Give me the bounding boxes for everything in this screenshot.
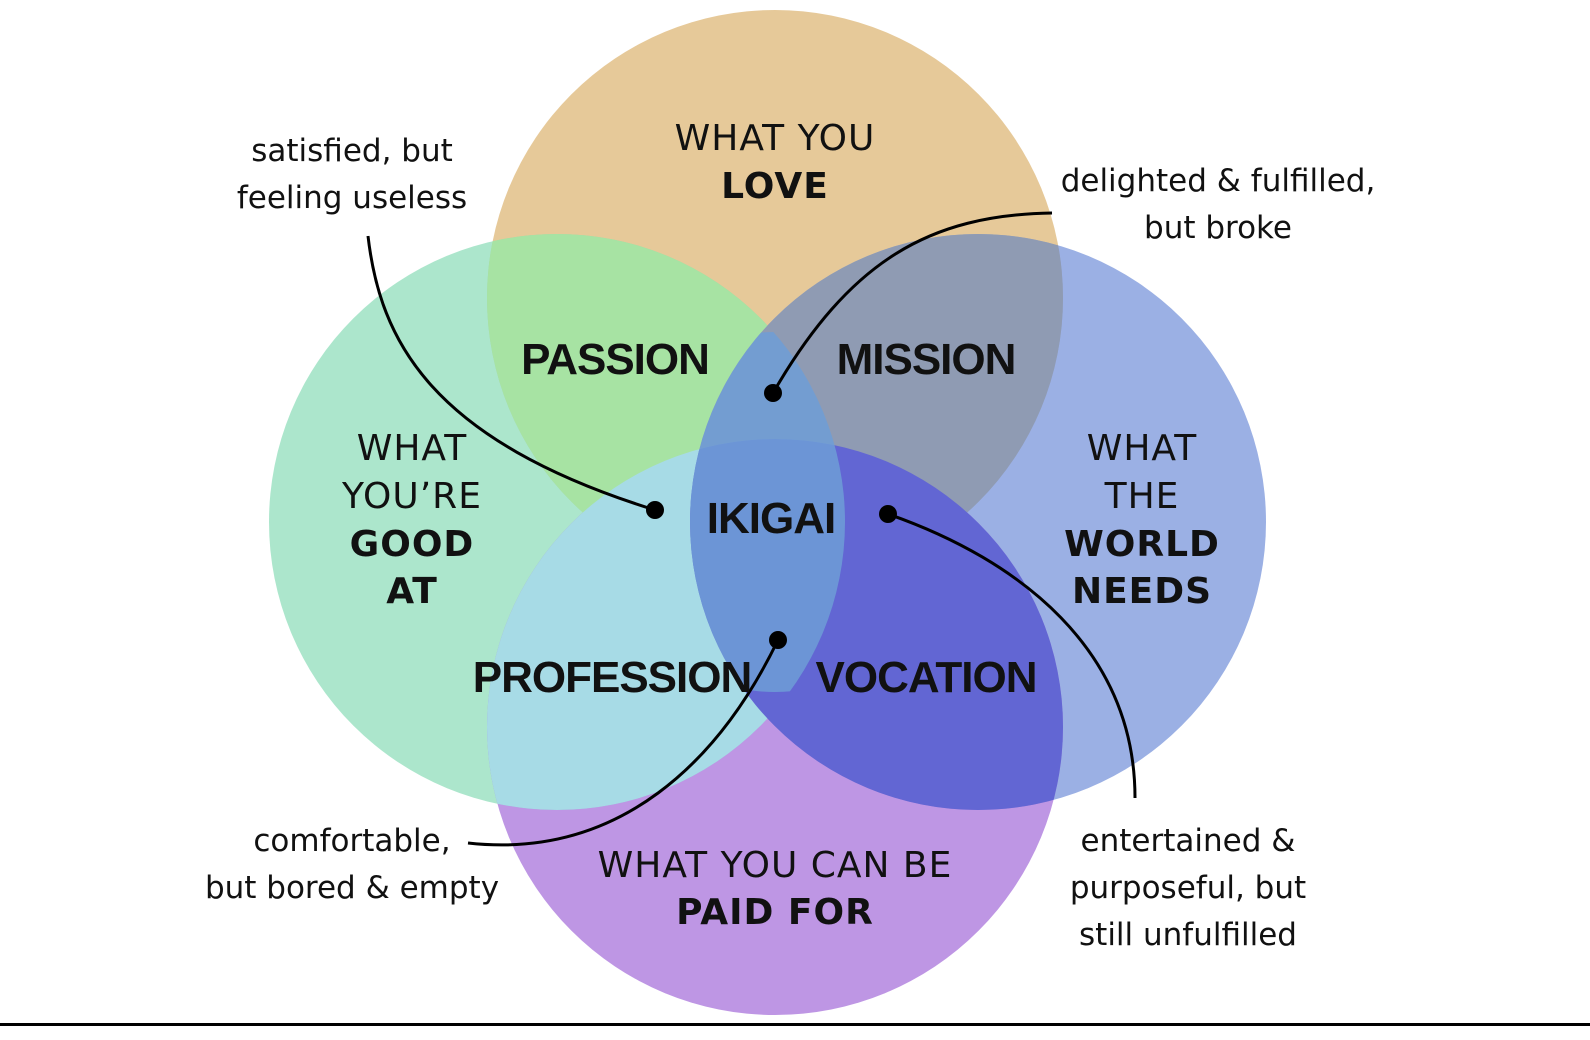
world-needs-label-line3: WORLD — [1064, 524, 1220, 565]
good-at-label-line2: YOU’RE — [341, 476, 482, 517]
good-at-label-line3: GOOD — [350, 524, 475, 565]
paid-for-label-line1: WHAT YOU CAN BE — [598, 845, 953, 886]
paid-for-label-line2: PAID FOR — [676, 892, 874, 933]
love-label-line2: LOVE — [721, 166, 829, 207]
ikigai-label: IKIGAI — [707, 494, 835, 543]
bottom-divider — [0, 1023, 1590, 1026]
connector-dot-bottom-right — [879, 505, 897, 523]
note-bottom-right-line3: still unfulfilled — [1079, 917, 1297, 953]
note-top-right-line2: but broke — [1144, 210, 1292, 246]
note-bottom-right-line2: purposeful, but — [1070, 870, 1306, 906]
connector-dot-bottom-left — [769, 631, 787, 649]
note-top-left-line2: feeling useless — [237, 180, 467, 216]
good-at-label-line4: AT — [386, 571, 438, 612]
passion-label: PASSION — [521, 335, 709, 384]
mission-label: MISSION — [837, 335, 1016, 384]
profession-label: PROFESSION — [473, 653, 752, 702]
note-top-left-line1: satisfied, but — [251, 133, 453, 169]
connector-dot-top-right — [764, 384, 782, 402]
love-label-line1: WHAT YOU — [675, 118, 876, 159]
note-top-right-line1: delighted & fulfilled, — [1061, 163, 1376, 199]
note-bottom-right-line1: entertained & — [1081, 823, 1296, 859]
world-needs-label-line1: WHAT — [1087, 428, 1198, 469]
region-ikigai — [690, 332, 845, 692]
connector-top-right — [771, 211, 1053, 394]
connector-bottom-right — [887, 512, 1137, 799]
connector-top-left — [366, 235, 656, 512]
world-needs-label-line2: THE — [1104, 476, 1180, 517]
connector-bottom-left — [467, 639, 780, 847]
connector-dot-top-left — [646, 501, 664, 519]
note-bottom-left-line1: comfortable, — [253, 823, 450, 859]
good-at-label-line1: WHAT — [357, 428, 468, 469]
vocation-label: VOCATION — [816, 653, 1037, 702]
world-needs-label-line4: NEEDS — [1072, 571, 1212, 612]
note-bottom-left-line2: but bored & empty — [205, 870, 499, 906]
